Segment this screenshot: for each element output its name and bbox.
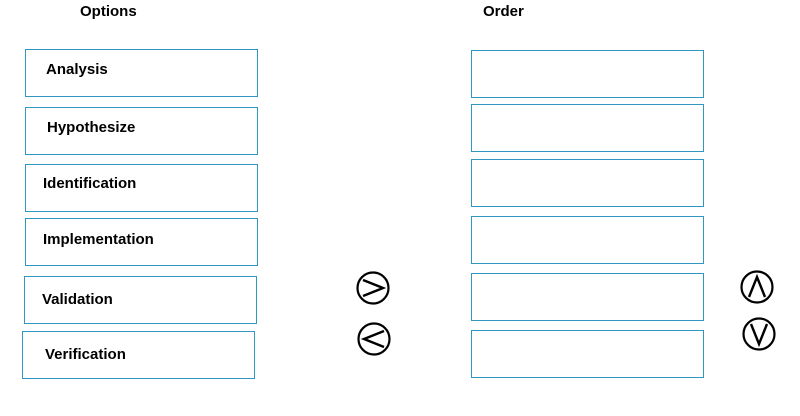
order-slot-5[interactable] [471, 273, 704, 321]
chevron-up-icon [740, 270, 774, 304]
move-right-button[interactable] [356, 271, 390, 305]
order-heading: Order [483, 3, 524, 20]
order-slot-1[interactable] [471, 50, 704, 98]
move-down-button[interactable] [742, 317, 776, 351]
option-label: Hypothesize [47, 119, 136, 136]
option-label: Identification [43, 175, 137, 192]
option-label: Verification [45, 346, 126, 363]
option-item-verification[interactable]: Verification [22, 331, 255, 379]
order-slot-2[interactable] [471, 104, 704, 152]
option-label: Validation [42, 291, 113, 308]
order-slot-3[interactable] [471, 159, 704, 207]
option-item-identification[interactable]: Identification [25, 164, 258, 212]
move-up-button[interactable] [740, 270, 774, 304]
option-item-validation[interactable]: Validation [24, 276, 257, 324]
options-heading: Options [80, 3, 137, 20]
chevron-left-icon [357, 322, 391, 356]
option-label: Analysis [46, 61, 108, 78]
chevron-right-icon [356, 271, 390, 305]
move-left-button[interactable] [357, 322, 391, 356]
chevron-down-icon [742, 317, 776, 351]
option-label: Implementation [43, 231, 154, 248]
option-item-implementation[interactable]: Implementation [25, 218, 258, 266]
order-slot-6[interactable] [471, 330, 704, 378]
option-item-hypothesize[interactable]: Hypothesize [25, 107, 258, 155]
order-slot-4[interactable] [471, 216, 704, 264]
option-item-analysis[interactable]: Analysis [25, 49, 258, 97]
